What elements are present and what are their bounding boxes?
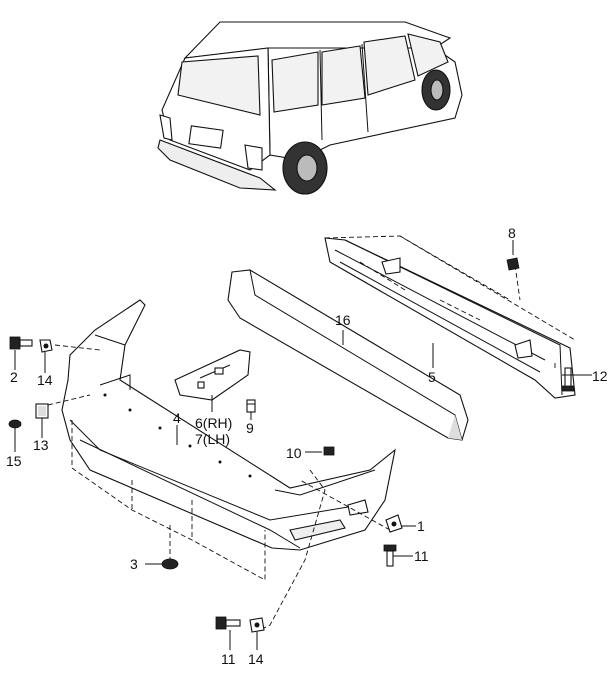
bolt-11-upper-icon: [383, 544, 397, 567]
bumper-cover: [61, 299, 396, 551]
energy-absorber: [227, 269, 469, 441]
label-part-11-upper: 11: [414, 548, 429, 564]
bolt-12-icon: [561, 367, 575, 392]
label-part-12: 12: [592, 368, 608, 384]
part-labels: 8 16 5 12 2 14 4 6(RH) 7(LH) 9 13 15 10 …: [6, 225, 608, 667]
label-part-13: 13: [33, 437, 49, 453]
construction-lines: [47, 264, 556, 631]
nut-8-icon: [506, 257, 520, 271]
leader-lines: [14, 240, 592, 650]
label-part-14-lower: 14: [248, 651, 264, 667]
label-part-8: 8: [508, 225, 516, 241]
nut-1-icon: [385, 514, 403, 533]
screw-2-icon: [9, 336, 33, 350]
screw-15-icon: [8, 419, 22, 440]
side-bracket: [174, 349, 251, 401]
label-part-11-lower: 11: [221, 651, 236, 667]
van-illustration: [157, 21, 463, 195]
label-part-4: 4: [173, 410, 181, 426]
fasteners: [8, 257, 575, 633]
label-part-6: 6(RH): [195, 415, 232, 431]
label-part-1: 1: [417, 518, 425, 534]
bumper-beam: [324, 235, 576, 399]
label-part-10: 10: [286, 445, 302, 461]
clip-9-icon: [246, 399, 256, 413]
label-part-14-upper: 14: [37, 372, 53, 388]
label-part-7: 7(LH): [195, 431, 230, 447]
label-part-2: 2: [10, 369, 18, 385]
bolt-11-lower-icon: [215, 616, 241, 630]
label-part-9: 9: [246, 420, 254, 436]
clip-3-icon: [161, 558, 179, 570]
clip-13-icon: [35, 403, 49, 419]
clip-10-icon: [323, 446, 335, 456]
nut-14-lower-icon: [249, 617, 265, 633]
label-part-5: 5: [428, 369, 436, 385]
label-part-3: 3: [130, 556, 138, 572]
label-part-15: 15: [6, 453, 22, 469]
nut-14-icon: [39, 339, 53, 353]
label-part-16: 16: [335, 312, 351, 328]
